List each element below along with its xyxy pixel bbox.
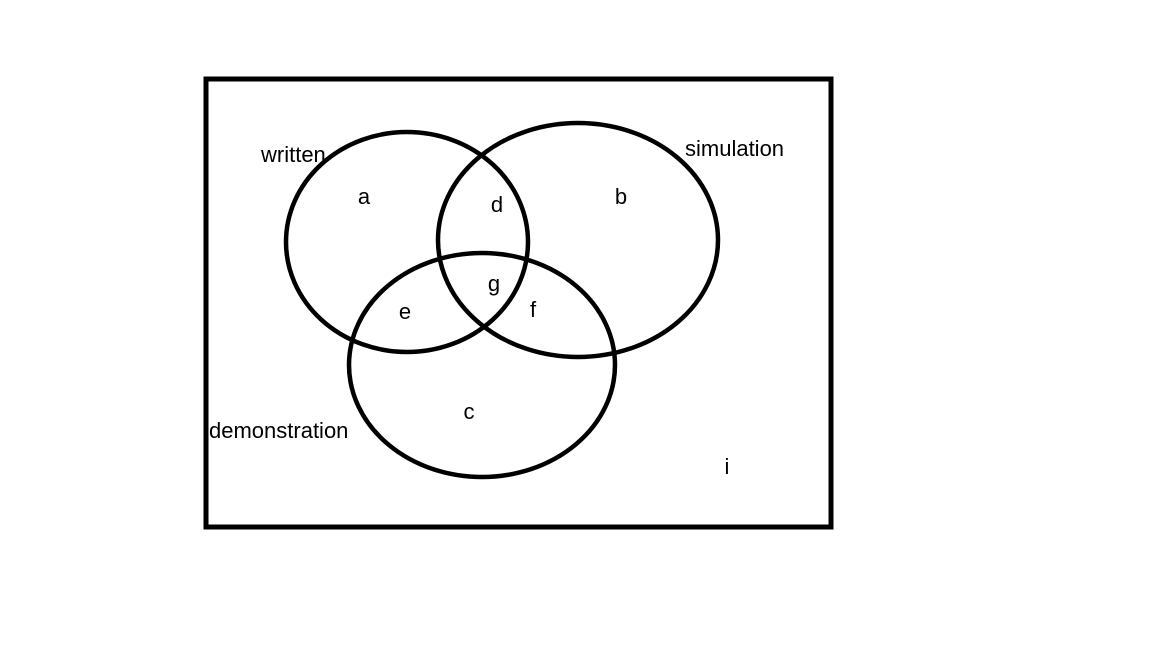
set-label-demonstration: demonstration: [209, 418, 349, 443]
region-label-g: g: [487, 271, 501, 296]
region-label-i: i: [724, 454, 730, 479]
set-label-written: written: [261, 142, 326, 167]
simulation-circle: [435, 120, 721, 360]
demonstration-circle: [346, 250, 618, 480]
region-label-d: d: [490, 192, 504, 217]
universe-frame: [203, 76, 834, 530]
set-label-simulation: simulation: [685, 136, 785, 161]
region-label-e: e: [398, 299, 412, 324]
region-label-b: b: [614, 184, 628, 209]
region-label-a: a: [357, 184, 371, 209]
region-label-c: c: [463, 399, 475, 424]
written-circle: [283, 129, 531, 355]
region-label-f: f: [529, 297, 537, 322]
